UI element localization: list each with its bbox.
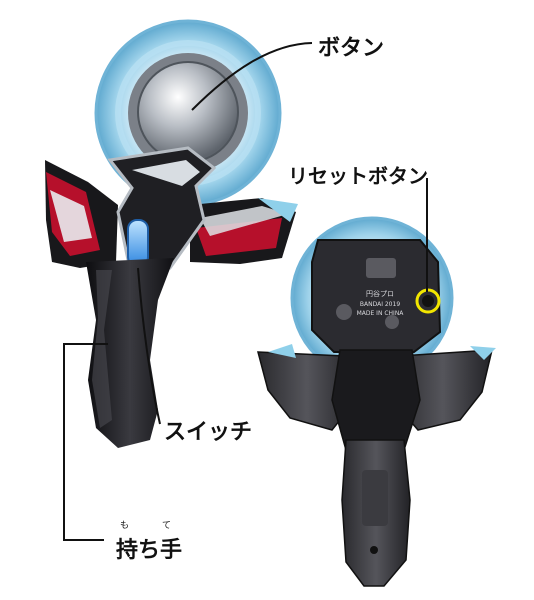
leader-switch <box>137 267 161 425</box>
label-reset-button: リセットボタン <box>288 164 428 188</box>
grip-ruby-2: て <box>162 521 172 531</box>
grip-text: 持ち手 <box>116 538 183 563</box>
back-crest <box>331 349 421 451</box>
back-print-line3: MADE IN CHINA <box>357 310 405 317</box>
blue-switch[interactable] <box>127 219 149 267</box>
reset-button[interactable] <box>422 295 434 307</box>
leader-lines <box>63 42 428 541</box>
back-print-line1: 円谷プロ <box>366 289 394 298</box>
battery-screw-plate <box>366 258 396 278</box>
leader-button <box>191 42 313 111</box>
label-button: ボタン <box>318 36 385 61</box>
back-device: 円谷プロ BANDAI 2019 MADE IN CHINA <box>257 216 496 587</box>
front-device <box>45 19 298 448</box>
label-switch: スイッチ <box>164 420 253 445</box>
back-print-line2: BANDAI 2019 <box>360 301 400 308</box>
label-grip: も て 持ち手 <box>116 521 183 564</box>
leader-grip <box>63 343 108 541</box>
grip-ruby-1: も <box>120 521 130 531</box>
